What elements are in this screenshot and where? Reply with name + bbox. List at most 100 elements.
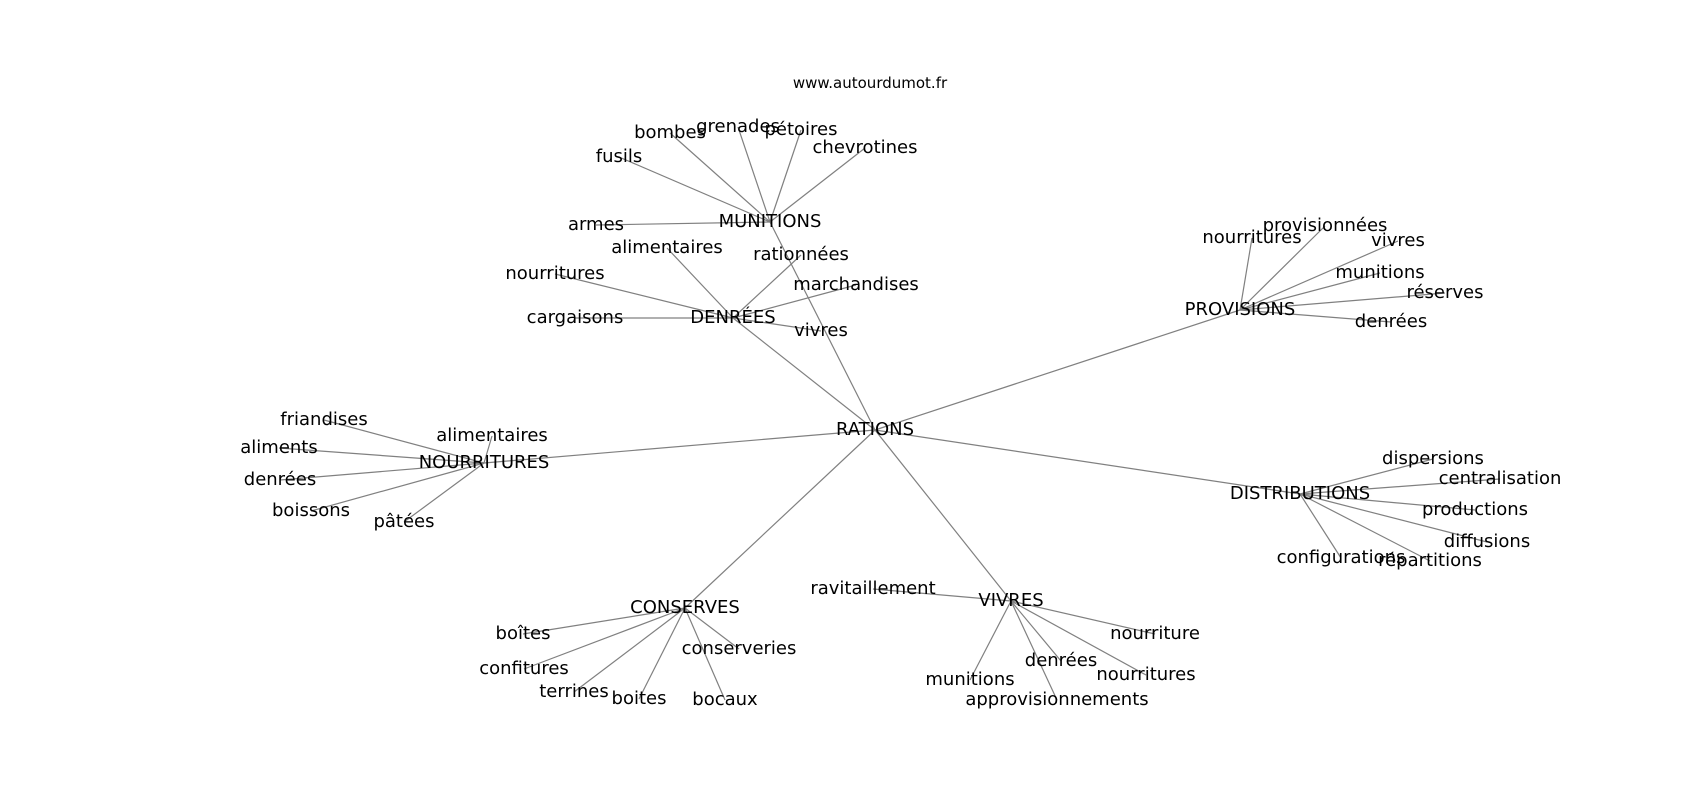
leaf-node: aliments [240,437,317,458]
edge-vivres-leaf [969,600,1012,681]
edge-center-to-distributions [874,429,1301,495]
leaf-node: armes [568,214,624,235]
leaf-node: réserves [1406,282,1483,303]
edge-munitions-leaf [769,147,866,223]
edge-vivres-leaf [1010,600,1147,676]
leaf-node: denrées [244,469,316,490]
leaf-node: confitures [479,658,569,679]
leaf-node: vivres [794,320,848,341]
leaf-node: alimentaires [611,237,723,258]
edge-distributions-leaf [1299,493,1488,543]
leaf-node: munitions [925,669,1014,690]
leaf-node: chevrotines [813,137,918,158]
edge-denrées-leaf [554,273,734,319]
edge-denrées-leaf [732,284,857,319]
edge-center-to-provisions [874,309,1241,431]
leaf-node: nourriture [1110,623,1200,644]
leaf-node: friandises [280,409,367,430]
edge-conserves-leaf [684,607,726,701]
edge-conserves-leaf [638,607,686,700]
edge-conserves-leaf [522,607,686,635]
leaf-node: pétoires [764,119,837,140]
edge-conserves-leaf [523,607,686,670]
center-node: RATIONS [836,419,914,440]
edge-distributions-leaf [1299,493,1476,511]
edge-nourritures-leaf [278,447,485,464]
leaf-node: terrines [539,681,608,702]
edge-munitions-leaf [669,132,771,223]
cluster-node: NOURRITURES [419,452,550,473]
edge-munitions-leaf [769,129,802,223]
edge-vivres-leaf [872,588,1012,602]
leaf-node: denrées [1025,650,1097,671]
edge-center-to-nourritures [483,429,876,464]
site-credit: www.autourdumot.fr [793,74,948,92]
edges [278,126,1501,701]
leaf-node: marchandises [793,274,919,295]
edge-distributions-leaf [1299,493,1431,562]
labels: RATIONS MUNITIONS armes fusils bombesgrenade… [240,116,1561,710]
edge-provisions-leaf [1239,237,1253,311]
leaf-node: diffusions [1444,531,1530,552]
edge-center-to-denrées [732,317,876,431]
leaf-node: boites [612,688,667,709]
leaf-node: boissons [272,500,350,521]
leaf-node: rationnées [753,244,849,265]
edge-distributions-leaf [1299,493,1342,559]
leaf-node: pâtées [373,511,434,532]
edge-nourritures-leaf [483,435,493,464]
leaf-node: productions [1422,499,1528,520]
edge-nourritures-leaf [323,419,485,464]
edge-vivres-leaf [1010,600,1062,662]
leaf-node: alimentaires [436,425,548,446]
leaf-node: nourritures [1096,664,1195,685]
edge-distributions-leaf [1299,458,1434,495]
leaf-node: bombes [634,122,706,143]
leaf-node: cargaisons [527,307,624,328]
leaf-node: grenades [696,116,780,137]
edge-nourritures-leaf [310,462,485,512]
cluster-node: CONSERVES [630,597,740,618]
edge-center-to-vivres [874,429,1012,602]
edge-center-to-conserves [684,429,876,609]
cluster-node: DISTRIBUTIONS [1230,483,1370,504]
edge-provisions-leaf [1239,272,1381,311]
edge-distributions-leaf [1299,478,1501,495]
edge-provisions-leaf [1239,225,1326,311]
edge-center-to-munitions [769,221,876,431]
leaf-node: denrées [1355,311,1427,332]
leaf-node: ravitaillement [810,578,935,599]
edge-nourritures-leaf [403,462,485,523]
edge-nourritures-leaf [279,462,485,481]
edge-munitions-leaf [737,126,771,223]
edge-denrées-leaf [732,254,802,319]
edge-provisions-leaf [1239,309,1392,323]
leaf-node: centralisation [1439,468,1562,489]
cluster-node: VIVRES [978,590,1043,611]
leaf-node: provisionnées [1263,215,1388,236]
edge-vivres-leaf [1010,600,1156,635]
edge-provisions-leaf [1239,292,1446,311]
leaf-node: conserveries [682,638,797,659]
edge-conserves-leaf [573,607,686,693]
leaf-node: fusils [596,146,643,167]
edge-provisions-leaf [1239,240,1399,311]
cluster-node: DENRÉES [690,306,775,328]
leaf-node: munitions [1335,262,1424,283]
leaf-node: nourritures [1202,227,1301,248]
cluster-node: PROVISIONS [1185,299,1296,320]
edge-munitions-leaf [618,156,771,223]
leaf-node: approvisionnements [965,689,1148,710]
cluster-node: MUNITIONS [719,211,822,232]
leaf-node: bocaux [692,689,758,710]
edge-vivres-leaf [1010,600,1058,701]
leaf-node: configurations [1277,547,1406,568]
edge-conserves-leaf [684,607,740,650]
edge-denrées-leaf [666,247,734,319]
leaf-node: nourritures [505,263,604,284]
leaf-node: dispersions [1382,448,1484,469]
leaf-node: vivres [1371,230,1425,251]
edge-denrées-leaf [732,317,822,332]
leaf-node: boîtes [496,623,551,644]
